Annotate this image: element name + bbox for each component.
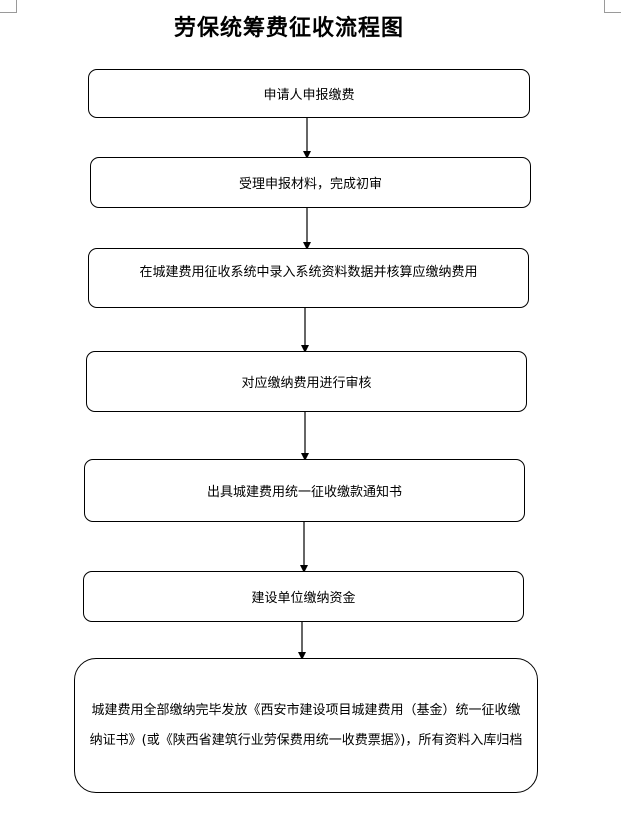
page-corner-mark-right: [604, 0, 621, 13]
step-1-apply-declare: 申请人申报缴费: [88, 69, 530, 118]
step-1-label: 申请人申报缴费: [263, 88, 355, 103]
step-3-label: 在城建费用征收系统中录入系统资料数据并核算应缴纳费用: [139, 265, 478, 280]
step-5-issue-notice: 出具城建费用统一征收缴款通知书: [84, 459, 525, 522]
page-corner-mark-left: [0, 0, 17, 13]
page-title: 劳保统筹费征收流程图: [173, 15, 404, 41]
step-7-certificate-archive: 城建费用全部缴纳完毕发放《西安市建设项目城建费用（基金）统一征收缴纳证书》(或《…: [74, 658, 538, 793]
step-5-label: 出具城建费用统一征收缴款通知书: [206, 485, 402, 500]
step-6-label: 建设单位缴纳资金: [251, 591, 356, 606]
step-3-enter-calculate: 在城建费用征收系统中录入系统资料数据并核算应缴纳费用: [88, 248, 529, 308]
step-2-label: 受理申报材料，完成初审: [238, 177, 382, 192]
step-7-label: 城建费用全部缴纳完毕发放《西安市建设项目城建费用（基金）统一征收缴纳证书》(或《…: [89, 702, 523, 748]
step-4-label: 对应缴纳费用进行审核: [241, 376, 372, 391]
step-6-pay-funds: 建设单位缴纳资金: [83, 571, 524, 622]
step-2-accept-review: 受理申报材料，完成初审: [90, 157, 531, 208]
step-4-audit: 对应缴纳费用进行审核: [86, 351, 527, 412]
